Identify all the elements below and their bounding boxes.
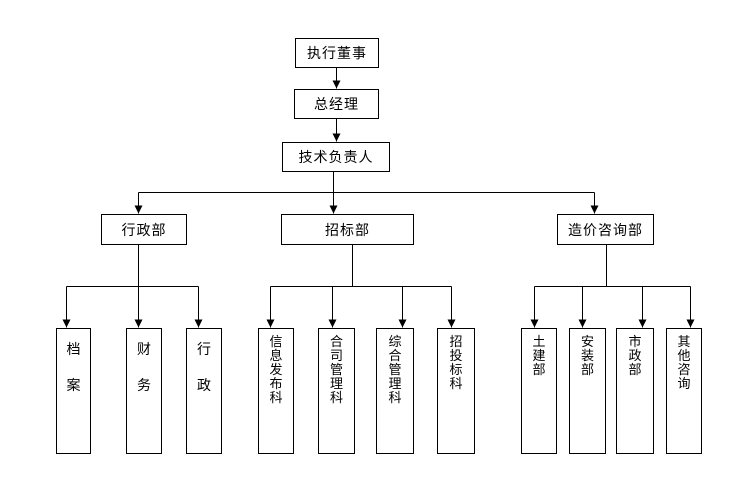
node-technical-director: 技术负责人	[282, 142, 390, 172]
node-civil-construction-dept: 土建部	[521, 328, 557, 454]
node-municipal-dept: 市政部	[616, 328, 654, 454]
node-administration-section: 行政	[186, 328, 222, 454]
node-bid-tender-section: 招投标科	[437, 328, 475, 454]
node-info-release-section: 信息发布科	[258, 328, 294, 454]
node-executive-director: 执行董事	[295, 38, 379, 68]
node-installation-dept: 安装部	[569, 328, 606, 454]
node-bidding-dept: 招标部	[281, 214, 414, 245]
node-general-manager: 总经理	[294, 89, 379, 119]
node-general-mgmt-section: 综合管理科	[376, 328, 414, 454]
node-archives-section: 档案	[56, 328, 91, 454]
node-admin-dept: 行政部	[101, 214, 187, 245]
node-cost-consulting-dept: 造价咨询部	[557, 214, 654, 245]
node-other-consulting: 其他咨询	[666, 328, 702, 454]
node-contract-mgmt-section: 合司管理科	[318, 328, 355, 454]
node-finance-section: 财务	[126, 328, 162, 454]
